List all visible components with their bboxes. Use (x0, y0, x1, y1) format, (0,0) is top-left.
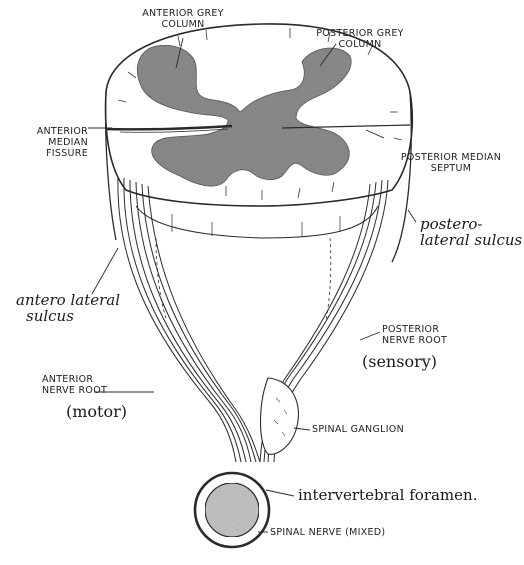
label-motor: (motor) (66, 402, 127, 421)
anterior-nerve-root-fibers (118, 178, 260, 462)
spinal-nerve-section (205, 483, 259, 537)
label-sensory: (sensory) (362, 352, 437, 371)
spinal-ganglion (261, 378, 299, 454)
label-posterolateral-sulcus: postero-lateral sulcus (420, 216, 522, 248)
label-spinal-ganglion: SPINAL GANGLION (312, 424, 404, 435)
label-intervertebral-foramen: intervertebral foramen. (298, 486, 477, 504)
label-spinal-nerve: SPINAL NERVE (MIXED) (270, 527, 385, 538)
